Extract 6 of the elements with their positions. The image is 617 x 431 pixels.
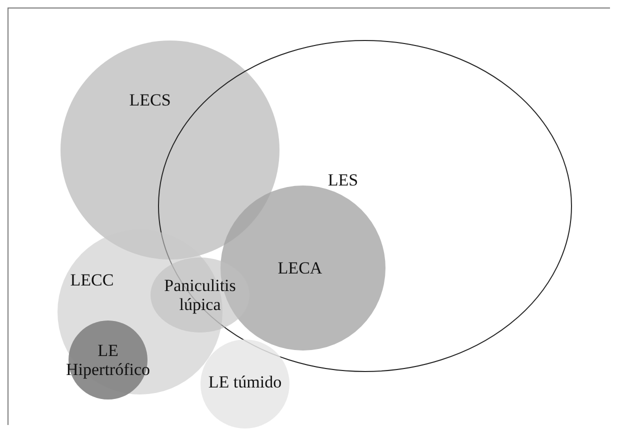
region-label: LE túmido — [207, 372, 283, 392]
region-label: LECC — [69, 270, 115, 290]
region-label: LECA — [276, 258, 324, 278]
region-label: Paniculitis lúpica — [163, 276, 237, 314]
region-label: LES — [326, 170, 360, 190]
region-label: LECS — [128, 90, 172, 110]
